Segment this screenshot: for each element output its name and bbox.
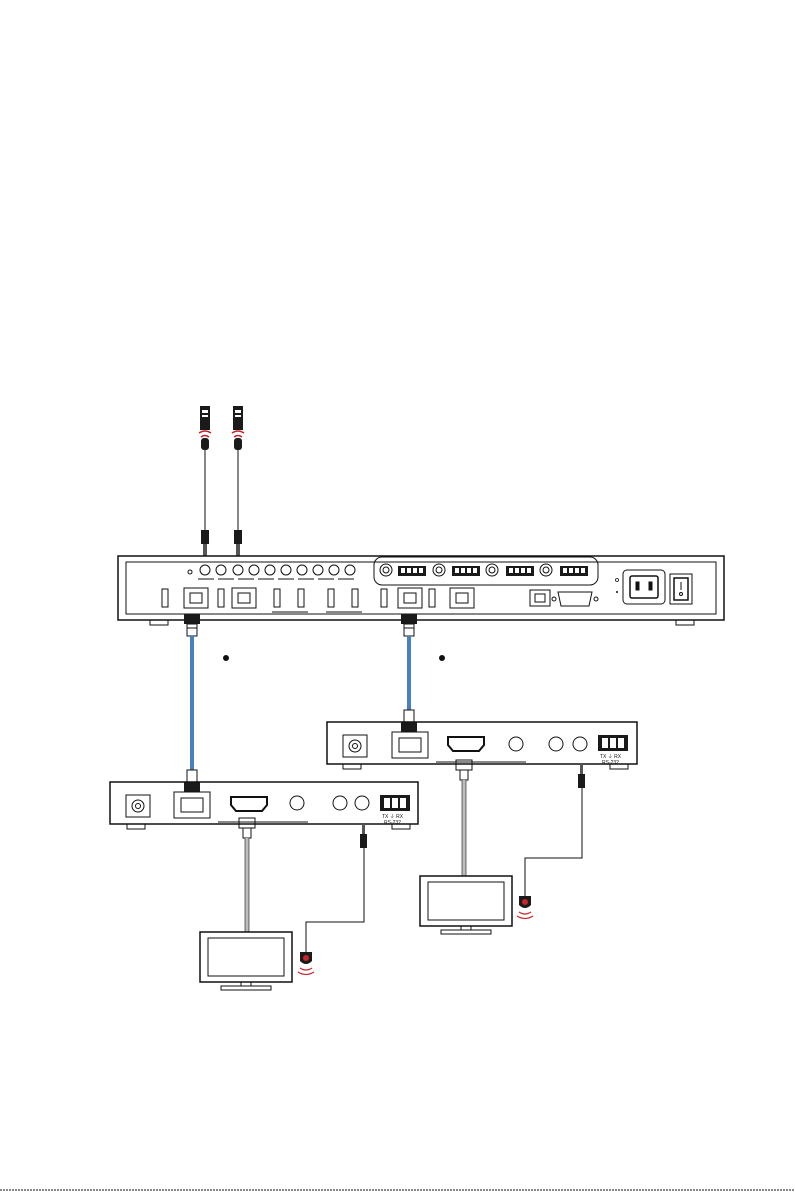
power-switch [670,574,692,604]
ir-plug-1 [360,824,367,848]
ir-plug-left [201,530,209,556]
rj45-plug-icon [401,614,417,636]
power-inlet [623,570,665,604]
rj45-plug-icon [184,614,200,636]
rj45-plug-icon [401,710,417,732]
ir-cable-rx2 [525,788,582,896]
ir-receiver-icon [517,896,533,919]
monitor-icon [420,876,512,934]
rj45-plug-icon [184,770,200,792]
monitor-icon [200,932,292,990]
rs232-label: TX ⏚ RX [382,813,404,820]
matrix-rear-panel [118,556,724,625]
hdmi-input-ports [162,589,435,607]
rs232-sub: RS-232 [384,820,401,826]
hdmi-plug-icon [239,818,255,838]
lan-port [530,590,550,606]
receiver-1: TX ⏚ RX RS-232 [110,782,418,829]
rs232-port [552,592,598,606]
rs232-label: TX ⏚ RX [600,753,622,760]
ir-jack-row [188,565,356,579]
ir-plug-right [234,530,242,556]
ir-receiver-icon [298,952,314,975]
indicator-dot-1 [223,655,229,661]
ir-emitter-left [199,406,211,450]
rs232-sub: RS-232 [602,760,619,766]
ir-cable-rx1 [306,848,364,952]
ir-plug-2 [578,764,585,788]
hdbaset-ports [184,588,474,608]
receiver-2: TX ⏚ RX RS-232 [327,722,637,769]
ir-emitter-right [232,406,244,450]
hdmi-plug-icon [456,760,472,780]
indicator-dot-2 [439,655,445,661]
